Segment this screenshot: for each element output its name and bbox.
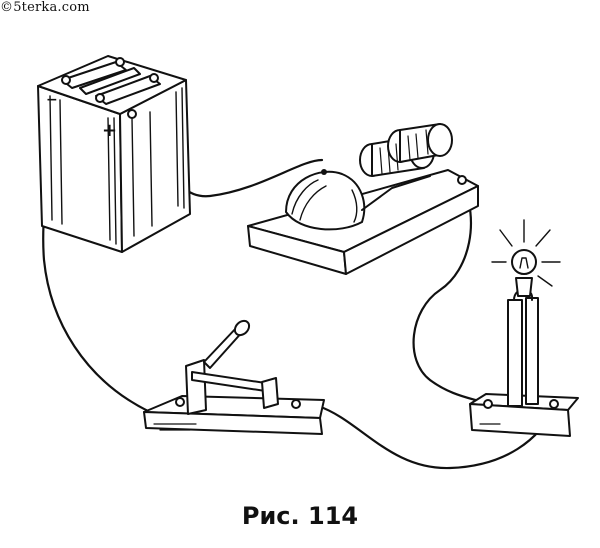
bell-coils — [359, 123, 453, 177]
switch-base-hatching — [153, 423, 197, 431]
battery-straps — [61, 61, 161, 105]
lamp-stand-post-left — [507, 299, 523, 407]
lamp-base-front — [469, 403, 571, 437]
wire-switch-to-lamp — [316, 404, 557, 470]
switch-base-front — [143, 411, 323, 435]
battery: + − — [37, 55, 191, 253]
lamp-terminal-right — [549, 399, 559, 409]
lamp-stand — [469, 219, 579, 437]
lamp-filament — [519, 257, 529, 269]
watermark-text: ©5terka.com — [0, 0, 90, 15]
lamp-bulb — [511, 249, 537, 275]
figure-caption: Рис. 114 — [241, 502, 359, 530]
bell-dome — [285, 170, 366, 231]
electric-bell — [247, 123, 479, 275]
lamp-stand-post-right — [525, 297, 539, 405]
bell-terminal — [457, 175, 467, 185]
battery-terminals — [61, 57, 159, 119]
battery-shading — [49, 87, 185, 245]
bell-hammer-arm — [361, 175, 431, 211]
lamp-terminal-left — [483, 399, 493, 409]
battery-plus-sign: + — [102, 120, 117, 141]
bell-dome-knob — [321, 169, 327, 175]
switch-hinge-bracket — [185, 359, 207, 415]
switch-handle-knob — [233, 319, 251, 337]
switch-terminal-right — [291, 399, 301, 409]
knife-switch — [143, 319, 325, 435]
bell-base-side — [343, 185, 479, 275]
battery-minus-sign: − — [46, 92, 58, 108]
lamp-socket — [515, 277, 533, 297]
lamp-glow-rays — [491, 219, 561, 287]
switch-contact — [261, 377, 279, 409]
bell-dome-shading — [291, 179, 358, 223]
switch-terminal-left — [175, 397, 185, 407]
wire-bell-to-lamp — [412, 180, 484, 404]
